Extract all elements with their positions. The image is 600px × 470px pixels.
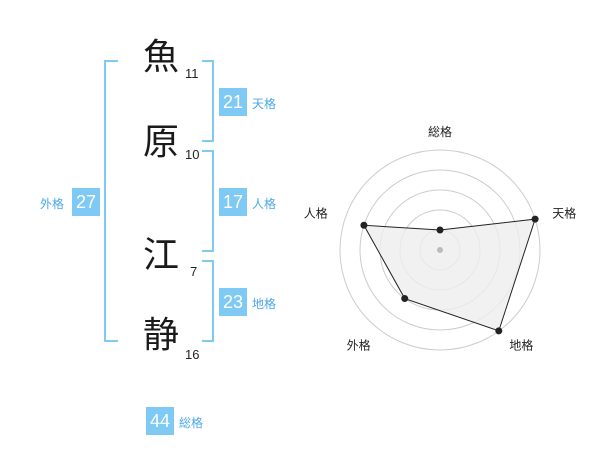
radar-axis-label-4: 外格 xyxy=(347,337,371,352)
tenkaku-value: 21 xyxy=(219,88,247,116)
jinkaku-bracket xyxy=(202,150,214,252)
soukaku-label: 総格 xyxy=(179,416,204,430)
chikaku-value: 23 xyxy=(219,288,247,316)
gaikaku-bracket xyxy=(104,60,118,342)
radar-grid-ring xyxy=(339,149,541,351)
radar-axis-label-5: 人格 xyxy=(304,206,328,221)
stroke-count-2: 10 xyxy=(185,147,200,162)
radar-axis-label-3: 地格 xyxy=(509,337,533,352)
radar-data-area xyxy=(363,218,536,332)
radar-point-3 xyxy=(495,327,503,335)
radar-axis-label-1: 総格 xyxy=(428,124,452,139)
jinkaku-label: 人格 xyxy=(252,197,277,211)
radar-point-1 xyxy=(436,226,444,234)
stroke-count-3: 7 xyxy=(190,264,198,279)
chikaku-label: 地格 xyxy=(252,297,277,311)
radar-point-5 xyxy=(360,221,368,229)
gaikaku-value: 27 xyxy=(72,188,100,216)
chikaku-bracket xyxy=(202,260,214,342)
radar-axis-label-2: 天格 xyxy=(552,206,576,221)
soukaku-value: 44 xyxy=(146,407,174,435)
radar-center-dot xyxy=(437,247,443,253)
stroke-count-4: 16 xyxy=(185,347,200,362)
stroke-count-1: 11 xyxy=(185,66,199,81)
jinkaku-value: 17 xyxy=(219,188,247,216)
name-char-1: 魚 xyxy=(143,37,180,78)
radar-point-2 xyxy=(531,215,539,223)
name-char-4: 静 xyxy=(143,315,180,356)
name-char-2: 原 xyxy=(143,122,180,163)
radar-point-4 xyxy=(401,295,409,303)
tenkaku-bracket xyxy=(202,60,214,142)
tenkaku-label: 天格 xyxy=(252,97,277,111)
gaikaku-label: 外格 xyxy=(40,197,65,211)
name-char-3: 江 xyxy=(143,235,180,276)
